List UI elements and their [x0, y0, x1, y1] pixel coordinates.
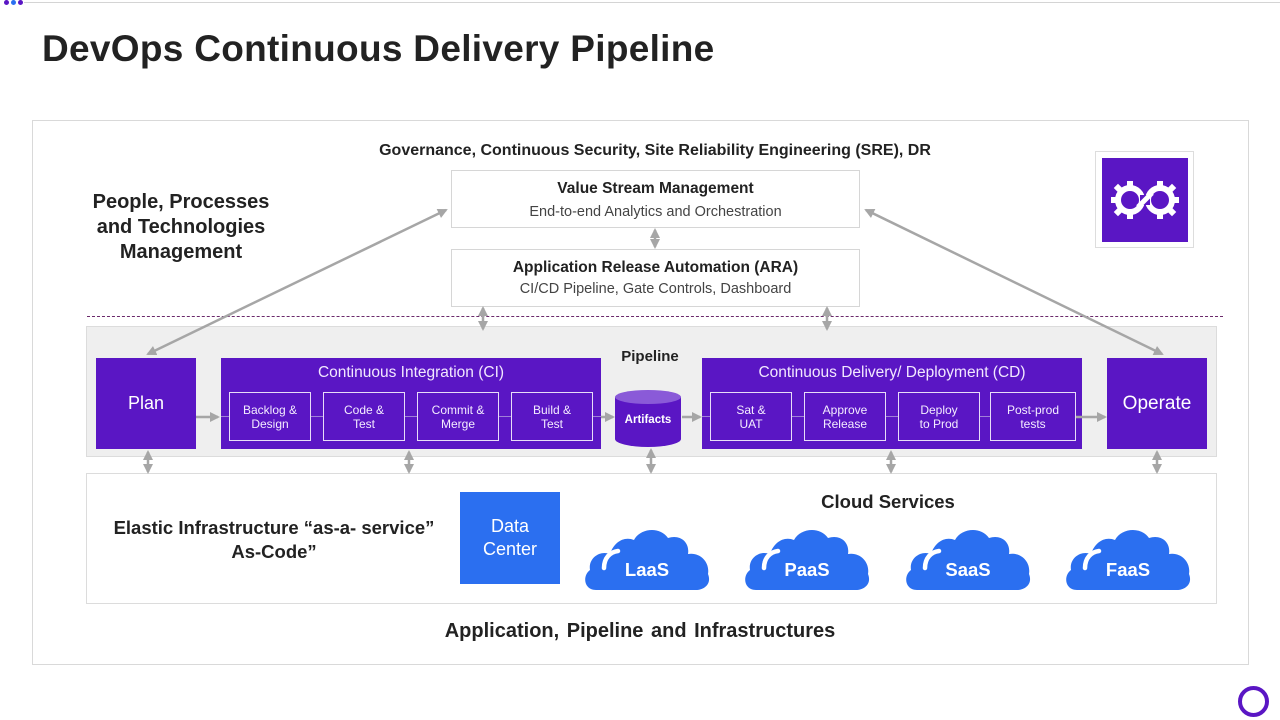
value-stream-box: Value Stream Management End-to-end Analy… [451, 170, 860, 228]
cd-group: Continuous Delivery/ Deployment (CD) Sat… [702, 358, 1082, 449]
cloud-icon [1063, 524, 1193, 592]
artifacts-label: Artifacts [624, 414, 672, 426]
devops-gears-infinity-icon [1102, 158, 1188, 242]
cloud-services-title: Cloud Services [821, 491, 955, 512]
cloud-label: LaaS [624, 559, 670, 580]
cd-step: Approve Release [804, 392, 886, 441]
elastic-infrastructure-label: Elastic Infrastructure “as-a- service” A… [113, 517, 435, 562]
cd-step: Post-prod tests [990, 392, 1076, 441]
ring-icon [1238, 686, 1269, 717]
page-title: DevOps Continuous Delivery Pipeline [42, 28, 715, 69]
operate-stage: Operate [1107, 358, 1207, 449]
ci-group: Continuous Integration (CI) Backlog & De… [221, 358, 601, 449]
cloud-label: SaaS [945, 559, 991, 580]
ci-step: Backlog & Design [229, 392, 311, 441]
divider-dashed [87, 316, 1223, 317]
cloud-label: FaaS [1105, 559, 1151, 580]
value-stream-subtitle: End-to-end Analytics and Orchestration [529, 204, 782, 220]
cd-step: Deploy to Prod [898, 392, 980, 441]
top-rule [24, 2, 1280, 3]
ci-connector [221, 416, 601, 417]
dot-icon [11, 0, 16, 5]
value-stream-title: Value Stream Management [557, 180, 754, 197]
artifacts-database-icon [615, 390, 681, 447]
governance-label: Governance, Continuous Security, Site Re… [379, 142, 931, 159]
plan-stage: Plan [96, 358, 196, 449]
cd-connector [702, 416, 1082, 417]
ci-step: Build & Test [511, 392, 593, 441]
header-dots [4, 0, 23, 5]
cloud-icon [903, 524, 1033, 592]
cloud-label: PaaS [784, 559, 830, 580]
data-center-box: Data Center [460, 492, 560, 584]
cloud-icon [582, 524, 712, 592]
ci-title: Continuous Integration (CI) [317, 364, 505, 381]
cd-step: Sat & UAT [710, 392, 792, 441]
dot-icon [4, 0, 9, 5]
ara-title: Application Release Automation (ARA) [512, 259, 799, 276]
ci-step: Code & Test [323, 392, 405, 441]
cd-title: Continuous Delivery/ Deployment (CD) [758, 364, 1026, 381]
ara-subtitle: CI/CD Pipeline, Gate Controls, Dashboard [519, 281, 792, 297]
people-processes-label: People, Processes and Technologies Manag… [92, 191, 270, 263]
ci-step: Commit & Merge [417, 392, 499, 441]
ara-box: Application Release Automation (ARA) CI/… [451, 249, 860, 307]
diagram-frame [32, 120, 1249, 665]
dot-icon [18, 0, 23, 5]
bottom-label: Application, Pipeline and Infrastructure… [444, 620, 836, 642]
cloud-icon [742, 524, 872, 592]
logo-tile [1095, 151, 1194, 248]
pipeline-label: Pipeline [621, 348, 679, 365]
